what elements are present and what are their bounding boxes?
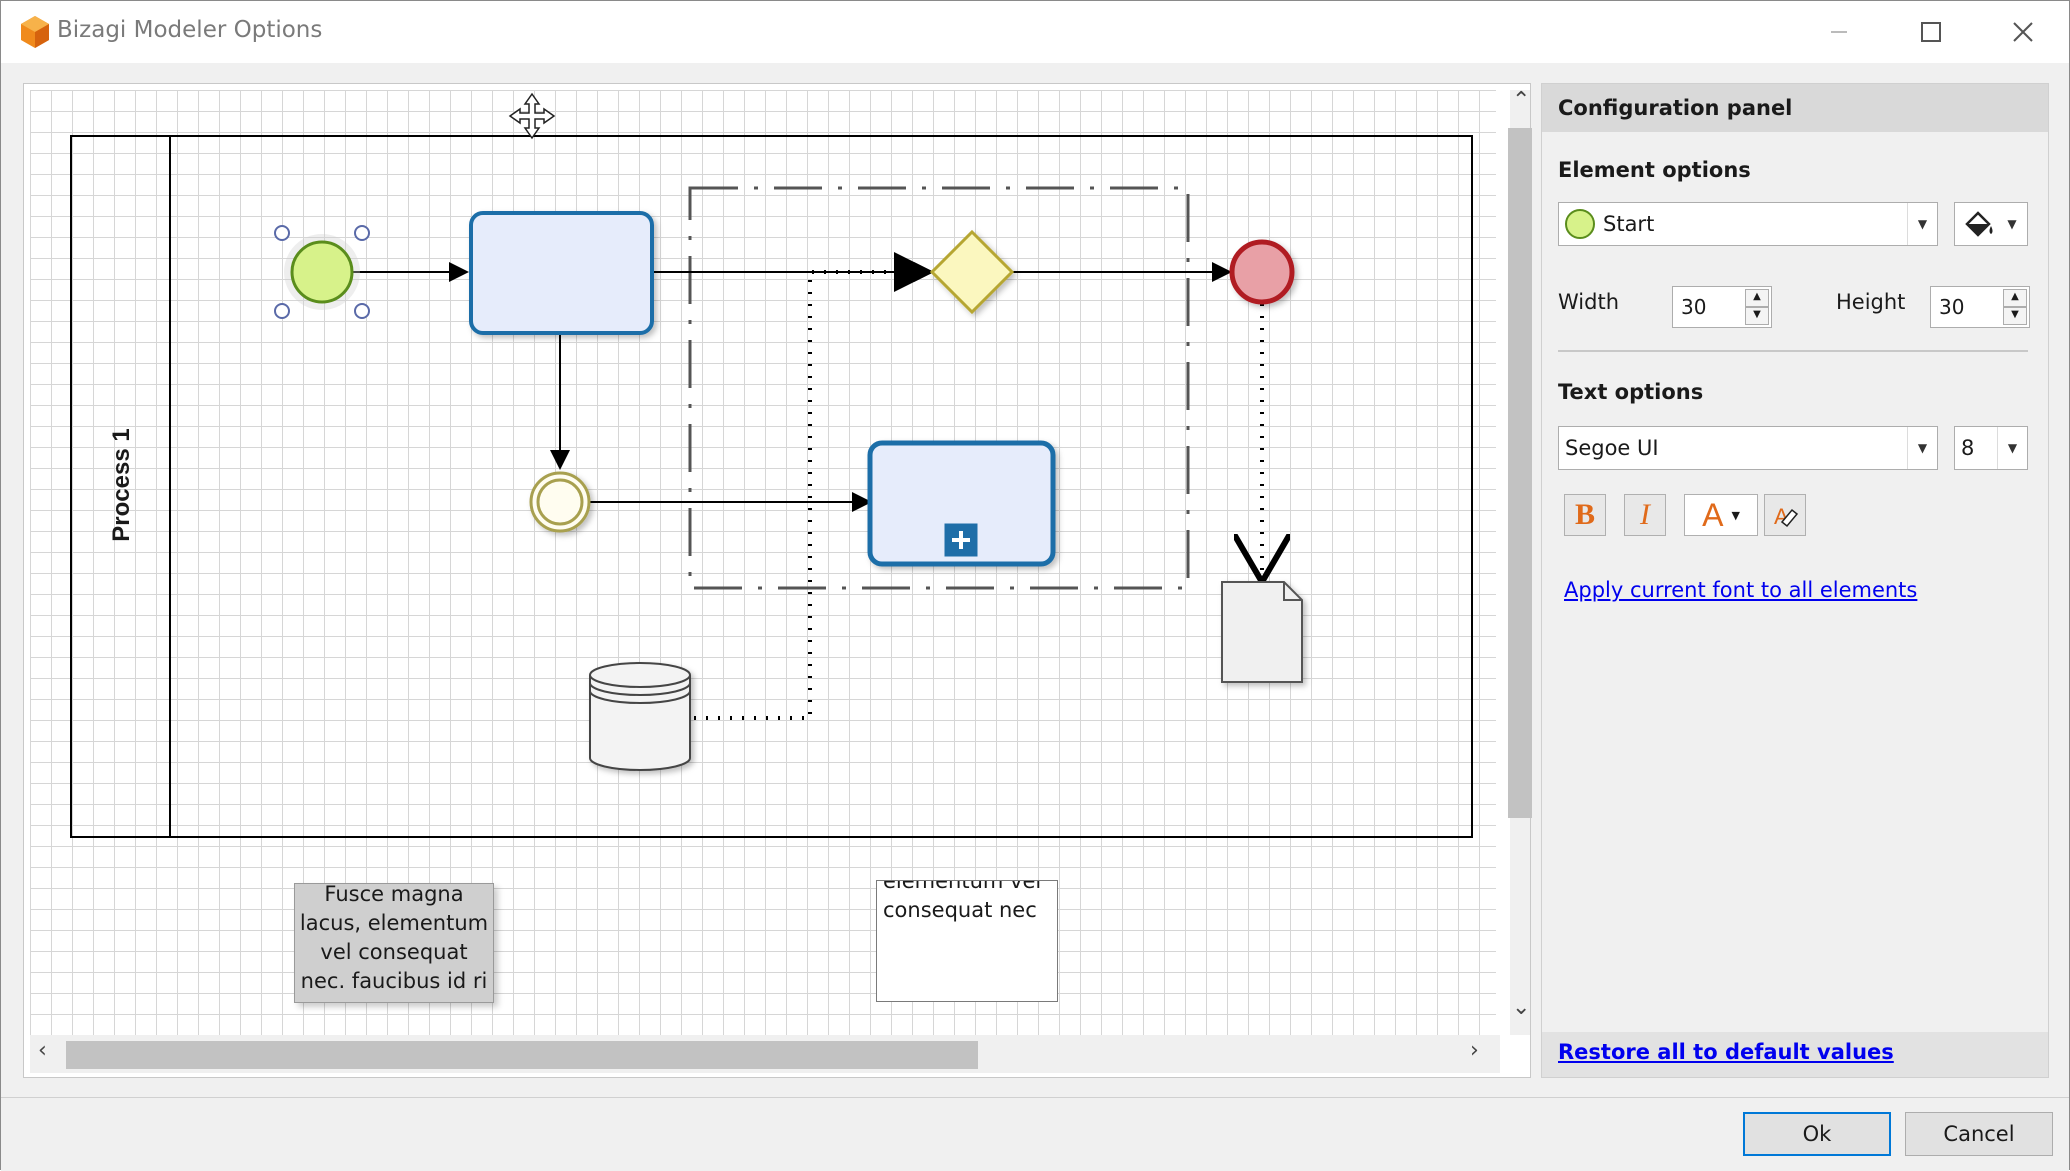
diagram-grid[interactable]: Process 1 Fusce magna lacus, elementum v…: [30, 90, 1496, 1035]
chevron-down-icon: ▼: [1907, 427, 1937, 469]
annotation-line: elementum vel: [883, 880, 1042, 893]
paint-bucket-icon: [1965, 211, 1993, 237]
bold-icon: B: [1574, 498, 1595, 531]
start-event[interactable]: [274, 225, 370, 319]
minimize-button[interactable]: [1793, 1, 1885, 63]
chevron-down-icon: ▼: [2007, 217, 2017, 231]
chevron-down-icon: ▼: [1907, 203, 1937, 245]
annotation-line: lacus, elementum: [299, 911, 489, 935]
window-title: Bizagi Modeler Options: [57, 17, 323, 43]
height-spin-buttons[interactable]: ▲▼: [2003, 289, 2027, 325]
bizagi-logo-icon: [21, 16, 49, 48]
scroll-right-icon[interactable]: ›: [1470, 1038, 1479, 1063]
data-object[interactable]: [1221, 581, 1303, 683]
config-panel-header: Configuration panel: [1542, 84, 2048, 132]
font-size-select[interactable]: 8 ▼: [1954, 426, 2028, 470]
horizontal-scrollbar[interactable]: ‹ ›: [30, 1035, 1500, 1073]
height-spinner[interactable]: 30 ▲▼: [1930, 286, 2030, 328]
eraser-format-icon: A: [1774, 504, 1799, 529]
maximize-icon: [1921, 22, 1941, 42]
height-label: Height: [1836, 290, 1906, 314]
maximize-button[interactable]: [1885, 1, 1977, 63]
scroll-down-icon[interactable]: ⌄: [1512, 995, 1531, 1020]
font-select[interactable]: Segoe UI ▼: [1558, 426, 1938, 470]
font-size-value: 8: [1961, 436, 1975, 460]
annotation-line: nec. faucibus id ri: [300, 969, 488, 993]
width-spin-buttons[interactable]: ▲▼: [1745, 289, 1769, 325]
element-options-title: Element options: [1558, 158, 1751, 182]
chevron-down-icon: ▼: [1997, 427, 2027, 469]
pool-label: Process 1: [108, 428, 135, 542]
section-divider: [1558, 350, 2028, 352]
scroll-up-icon[interactable]: ⌃: [1512, 88, 1531, 113]
end-event[interactable]: [1229, 239, 1295, 305]
chevron-down-icon: ▼: [1731, 508, 1740, 522]
annotation-line: vel consequat: [320, 940, 468, 964]
task[interactable]: [469, 211, 654, 335]
diagram-preview: Process 1 Fusce magna lacus, elementum v…: [23, 83, 1532, 1078]
minimize-icon: [1831, 31, 1847, 33]
width-label: Width: [1558, 290, 1620, 314]
start-event-swatch-icon: [1565, 209, 1595, 239]
close-button[interactable]: [1977, 1, 2069, 63]
title-bar: Bizagi Modeler Options: [1, 1, 2069, 63]
annotation-line: consequat nec: [883, 898, 1037, 922]
pool[interactable]: [70, 135, 1473, 838]
element-select-value: Start: [1603, 212, 1655, 236]
font-select-value: Segoe UI: [1565, 436, 1659, 460]
data-store[interactable]: [589, 662, 691, 771]
annotation-line: Fusce magna: [324, 883, 464, 906]
exclusive-gateway[interactable]: [929, 229, 1015, 315]
width-spinner[interactable]: 30 ▲▼: [1672, 286, 1772, 328]
width-value: 30: [1681, 295, 1707, 319]
font-color-icon: A: [1702, 496, 1724, 533]
move-cursor-icon: [508, 92, 556, 140]
apply-font-all-link[interactable]: Apply current font to all elements: [1564, 578, 1918, 602]
restore-defaults-link[interactable]: Restore all to default values: [1558, 1040, 1894, 1064]
bpmn-diagram: [70, 92, 1473, 838]
vertical-scroll-thumb[interactable]: [1508, 128, 1532, 818]
height-value: 30: [1939, 295, 1965, 319]
italic-icon: I: [1640, 498, 1650, 531]
bold-button[interactable]: B: [1564, 494, 1606, 536]
group-element[interactable]: [688, 186, 1190, 590]
collapsed-subprocess[interactable]: [867, 440, 1056, 567]
config-footer: Restore all to default values: [1542, 1032, 2048, 1077]
italic-button[interactable]: I: [1624, 494, 1666, 536]
vertical-scrollbar[interactable]: ⌃ ⌄: [1508, 88, 1532, 1035]
fill-color-button[interactable]: ▼: [1954, 202, 2028, 246]
dialog-button-bar: [1, 1097, 2069, 1171]
configuration-panel: Configuration panel Element options Star…: [1541, 83, 2049, 1078]
intermediate-event[interactable]: [529, 471, 591, 533]
font-color-button[interactable]: A ▼: [1684, 494, 1758, 536]
text-annotation-white[interactable]: elementum vel consequat nec: [876, 880, 1058, 1002]
text-annotation-gray[interactable]: Fusce magna lacus, elementum vel consequ…: [294, 883, 494, 1003]
cancel-button[interactable]: Cancel: [1905, 1112, 2053, 1156]
element-select[interactable]: Start ▼: [1558, 202, 1938, 246]
ok-button[interactable]: Ok: [1743, 1112, 1891, 1156]
horizontal-scroll-thumb[interactable]: [66, 1041, 978, 1069]
close-icon: [2013, 22, 2033, 42]
text-options-title: Text options: [1558, 380, 1704, 404]
scroll-left-icon[interactable]: ‹: [38, 1038, 47, 1063]
clear-format-button[interactable]: A: [1764, 494, 1806, 536]
